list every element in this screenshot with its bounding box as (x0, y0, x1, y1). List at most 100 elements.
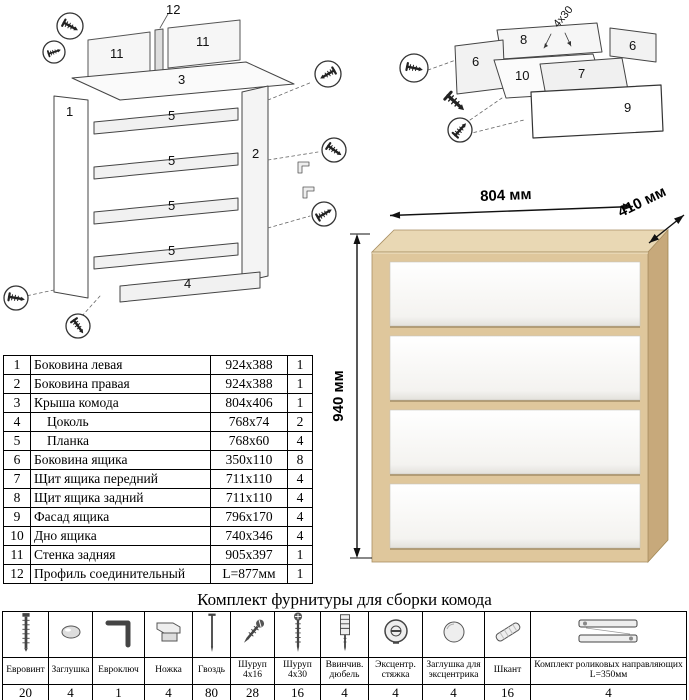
screw-4x16-icon (230, 611, 275, 658)
fastener-callout-icon (311, 201, 337, 227)
cap-icon (48, 611, 93, 658)
drawer-front (389, 335, 641, 401)
part-size: 905x397 (210, 545, 288, 565)
drawer-front (389, 261, 641, 327)
part-size: L=877мм (210, 564, 288, 584)
part-label-2: 2 (252, 146, 259, 161)
bracket-icon (297, 161, 310, 174)
fastener-callout-icon (56, 12, 84, 40)
part-qty: 1 (287, 374, 313, 394)
part-qty: 2 (287, 412, 313, 432)
hardware-label: Ножка (144, 657, 193, 685)
part-size: 711x110 (210, 469, 288, 489)
part-name: Щит ящика передний (30, 469, 211, 489)
part-name: Крыша комода (30, 393, 211, 413)
hardware-count: 80 (192, 684, 231, 700)
part-qty: 1 (287, 355, 313, 375)
hardware-count: 20 (2, 684, 49, 700)
part-label-6-left: 6 (472, 54, 479, 69)
part-name: Профиль соединительный (30, 564, 211, 584)
part-size: 796x170 (210, 507, 288, 527)
part-size: 740x346 (210, 526, 288, 546)
part-label-8: 8 (520, 32, 527, 47)
cam-lock-icon (368, 611, 423, 658)
part-qty: 4 (287, 488, 313, 508)
fastener-callout-icon (399, 53, 429, 83)
depth-dimension-label: 410 мм (615, 183, 669, 221)
part-qty: 4 (287, 431, 313, 451)
hardware-label: Шуруп 4x30 (274, 657, 321, 685)
height-dimension-label: 940 мм (330, 370, 347, 421)
cabinet-exploded-diagram: 12 11 11 3 1 2 5 5 5 5 4 (3, 2, 347, 339)
part-name: Стенка задняя (30, 545, 211, 565)
part-size: 350x110 (210, 450, 288, 470)
part-qty: 1 (287, 393, 313, 413)
part-label-9: 9 (624, 100, 631, 115)
hardware-count: 4 (422, 684, 485, 700)
part-label-5d: 5 (168, 243, 175, 258)
drawer-front (389, 483, 641, 549)
part-size: 768x60 (210, 431, 288, 451)
width-dimension-label: 804 мм (480, 186, 532, 205)
hardware-label: Эксцентр. стяжка (368, 657, 423, 685)
part-label-12: 12 (166, 2, 180, 17)
hardware-icon-row (2, 611, 687, 658)
bracket-icon (302, 186, 315, 199)
hardware-count: 4 (144, 684, 193, 700)
hardware-label: Гвоздь (192, 657, 231, 685)
drawer-exploded-diagram: 8 6 6 10 7 9 4x30 (399, 4, 664, 143)
part-size: 924x388 (210, 374, 288, 394)
hardware-count: 4 (530, 684, 687, 700)
hardware-label: Комплект роликовых направляющих L=350мм (530, 657, 687, 685)
part-num: 2 (3, 374, 31, 394)
part-name: Цоколь (30, 412, 211, 432)
part-label-1: 1 (66, 104, 73, 119)
part-size: 768x74 (210, 412, 288, 432)
leg-icon (144, 611, 193, 658)
part-num: 9 (3, 507, 31, 527)
part-num: 7 (3, 469, 31, 489)
hardware-count: 4 (48, 684, 93, 700)
part-label-11-right: 11 (196, 34, 210, 49)
threaded-dowel-icon (320, 611, 369, 658)
fastener-callout-icon (65, 313, 91, 339)
part-name: Фасад ящика (30, 507, 211, 527)
hardware-label: Заглушка для эксцентрика (422, 657, 485, 685)
part-name: Дно ящика (30, 526, 211, 546)
hardware-label-row: Евровинт Заглушка Евроключ Ножка Гвоздь … (2, 657, 687, 685)
part-qty: 1 (287, 545, 313, 565)
part-label-5c: 5 (168, 198, 175, 213)
part-qty: 4 (287, 507, 313, 527)
cam-cap-icon (422, 611, 485, 658)
part-num: 4 (3, 412, 31, 432)
hardware-label: Шуруп 4x16 (230, 657, 275, 685)
fastener-callout-icon (42, 40, 66, 64)
hardware-label: Евровинт (2, 657, 49, 685)
part-name: Щит ящика задний (30, 488, 211, 508)
roller-guides-icon (530, 611, 687, 658)
hardware-kit-title: Комплект фурнитуры для сборки комода (197, 590, 492, 609)
chest-render: 804 мм 410 мм 940 мм (330, 183, 685, 564)
part-num: 8 (3, 488, 31, 508)
part-name: Боковина правая (30, 374, 211, 394)
part-num: 5 (3, 431, 31, 451)
hardware-count: 16 (274, 684, 321, 700)
part-name: Планка (30, 431, 211, 451)
hardware-count: 28 (230, 684, 275, 700)
part-num: 10 (3, 526, 31, 546)
part-label-7: 7 (578, 66, 585, 81)
part-label-11-left: 11 (110, 46, 124, 61)
part-label-10: 10 (515, 68, 529, 83)
fastener-callout-icon (321, 137, 347, 163)
